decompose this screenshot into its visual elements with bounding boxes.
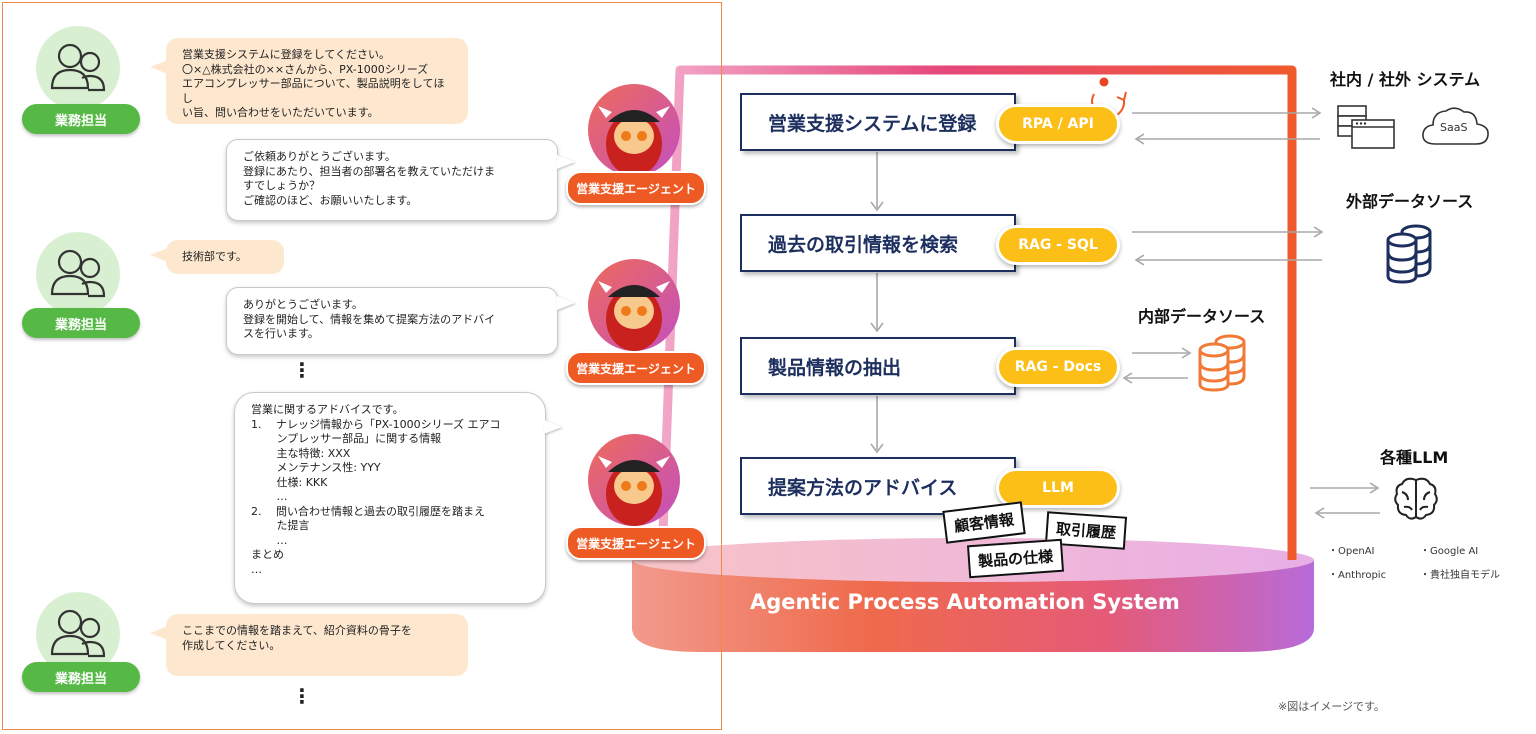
agent-character-icon — [598, 456, 670, 526]
agent-role-badge: 営業支援エージェント — [566, 526, 706, 560]
doc-product-spec: 製品の仕様 — [966, 538, 1065, 579]
ellipsis-vertical: ⋮ — [292, 684, 312, 708]
saas-cloud-icon — [1422, 107, 1489, 145]
agent-message-2: ありがとうございます。 登録を開始して、情報を集めて提案方法のアドバイ スを行い… — [226, 287, 558, 355]
agent-avatar — [588, 84, 680, 176]
saas-label: SaaS — [1440, 121, 1468, 134]
users-icon — [50, 249, 106, 298]
user-role-badge: 業務担当 — [22, 308, 140, 338]
bubble-tail — [150, 626, 168, 640]
bubble-tail — [150, 248, 168, 262]
footnote: ※図はイメージです。 — [1278, 700, 1385, 713]
llm-item-google: ・Google AI — [1420, 546, 1479, 557]
user-role-badge: 業務担当 — [22, 104, 140, 134]
users-icon — [50, 609, 106, 658]
agent-avatar — [588, 259, 680, 351]
user-role-badge: 業務担当 — [22, 662, 140, 692]
agent-character-icon — [598, 106, 670, 176]
agent-character-icon — [598, 281, 670, 351]
server-window-icon — [1337, 105, 1395, 149]
platform-title: Agentic Process Automation System — [750, 590, 1180, 614]
ellipsis-vertical: ⋮ — [292, 358, 312, 382]
user-message-3: ここまでの情報を踏まえて、紹介資料の骨子を 作成してください。 — [166, 614, 468, 676]
step-extract: 製品情報の抽出 — [740, 337, 1016, 395]
step-advise: 提案方法のアドバイス — [740, 457, 1016, 515]
user-avatar — [36, 26, 120, 110]
agent-avatar — [588, 434, 680, 526]
systems-title: 社内 / 社外 システム — [1330, 70, 1481, 89]
agent-role-badge: 営業支援エージェント — [566, 171, 706, 205]
step-arrows — [870, 152, 884, 454]
llm-item-openai: ・OpenAI — [1328, 546, 1375, 557]
bubble-tail — [557, 155, 575, 169]
llm-item-custom: ・貴社独自モデル — [1420, 570, 1500, 581]
internal-source-title: 内部データソース — [1138, 307, 1266, 326]
tool-pill-rag-sql: RAG - SQL — [996, 225, 1120, 265]
conversation-panel — [2, 2, 722, 730]
llm-item-anthropic: ・Anthropic — [1328, 570, 1387, 581]
user-message-2: 技術部です。 — [166, 240, 284, 274]
external-source-title: 外部データソース — [1346, 192, 1474, 211]
tool-pill-rag-docs: RAG - Docs — [996, 347, 1120, 387]
step-search: 過去の取引情報を検索 — [740, 214, 1016, 272]
llm-title: 各種LLM — [1380, 448, 1449, 467]
step-register: 営業支援システムに登録 — [740, 93, 1016, 151]
bubble-tail — [557, 296, 575, 310]
bubble-tail — [544, 420, 562, 434]
tool-pill-rpa: RPA / API — [996, 104, 1120, 144]
user-avatar — [36, 232, 120, 316]
user-message-1: 営業支援システムに登録をしてください。 〇×△株式会社の××さんから、PX-10… — [166, 38, 468, 124]
platform-base — [632, 560, 1314, 652]
external-arrows — [1122, 107, 1380, 519]
agent-message-3: 営業に関するアドバイスです。 1. ナレッジ情報から「PX-1000シリーズ エ… — [234, 392, 546, 604]
bubble-tail — [150, 60, 168, 74]
internal-database-icon — [1198, 334, 1246, 392]
brain-icon — [1394, 477, 1438, 520]
agent-message-1: ご依頼ありがとうございます。 登録にあたり、担当者の部署名を教えていただけま す… — [226, 139, 558, 221]
external-database-icon — [1386, 224, 1432, 284]
users-icon — [50, 43, 106, 92]
agent-role-badge: 営業支援エージェント — [566, 351, 706, 385]
